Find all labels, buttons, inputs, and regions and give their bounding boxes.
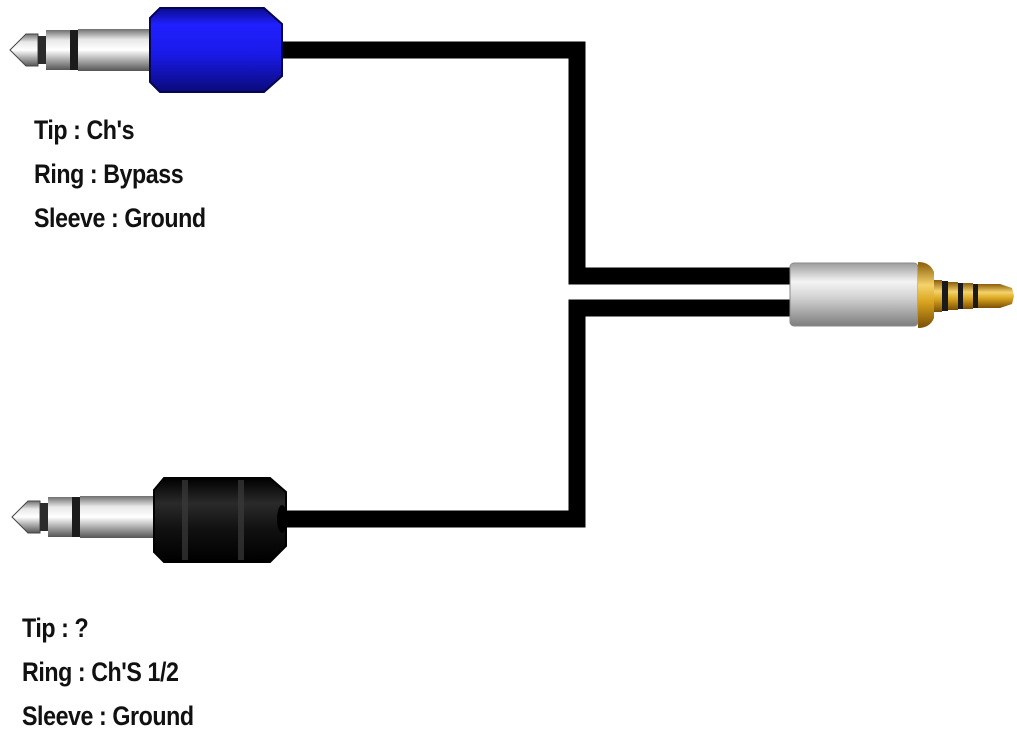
bottom-plug-body [153, 477, 287, 563]
top-plug-pinout: Tip : Ch's Ring : Bypass Sleeve : Ground [34, 108, 206, 240]
top-plug-body [149, 7, 283, 93]
bottom-plug-pinout: Tip : ? Ring : Ch'S 1/2 Sleeve : Ground [22, 606, 194, 738]
bottom-sleeve-label: Sleeve : Ground [22, 701, 194, 731]
top-plug-pin [9, 29, 150, 71]
output-plug-sleeve [789, 262, 919, 327]
output-plug [789, 262, 1014, 328]
top-ring-label: Ring : Bypass [34, 159, 184, 189]
top-sleeve-label: Sleeve : Ground [34, 203, 206, 233]
top-cable [278, 41, 800, 285]
bottom-plug [11, 477, 287, 563]
cables [278, 41, 800, 528]
bottom-cable [278, 299, 800, 528]
top-tip-label: Tip : Ch's [34, 115, 135, 145]
bottom-plug-socket [277, 505, 287, 533]
bottom-ring-label: Ring : Ch'S 1/2 [22, 657, 179, 687]
bottom-plug-pin [11, 496, 154, 538]
top-plug [9, 7, 283, 93]
bottom-tip-label: Tip : ? [22, 613, 89, 643]
